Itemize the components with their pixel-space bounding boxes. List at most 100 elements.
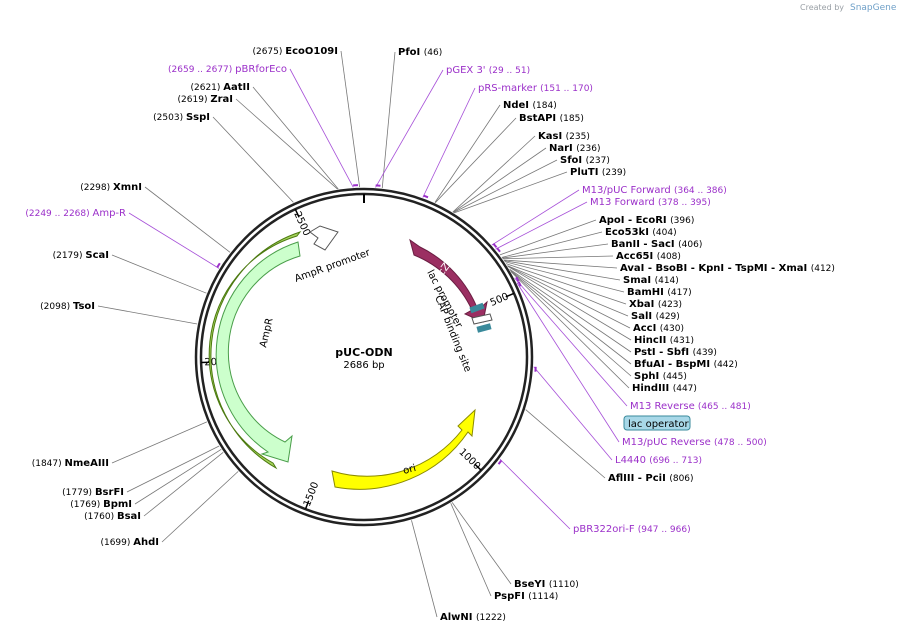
feature-ori[interactable] [331, 408, 476, 490]
backbone-outer [194, 187, 534, 527]
svg-text:(2298) XmnI: (2298) XmnI [80, 182, 142, 193]
plasmid-name: pUC-ODN [335, 346, 392, 359]
primer-m13[interactable]: M13 Reverse (465 .. 481) [630, 401, 751, 412]
svg-text:BfuAI - BspMI (442): BfuAI - BspMI (442) [634, 359, 738, 370]
site-sphi[interactable]: SphI (445) [634, 371, 687, 382]
site-alwni[interactable]: AlwNI (1222) [440, 612, 506, 623]
svg-text:(1847) NmeAIII: (1847) NmeAIII [32, 458, 109, 469]
primer-m13[interactable]: M13 Forward (378 .. 395) [590, 197, 711, 208]
plasmid-length: 2686 bp [343, 360, 384, 371]
tick-1000 [474, 463, 482, 471]
svg-text:SalI (429): SalI (429) [631, 311, 680, 322]
primer-amp-r[interactable]: (2249 .. 2268) Amp-R [25, 208, 126, 219]
tick-500 [505, 292, 515, 298]
svg-text:SmaI (414): SmaI (414) [623, 275, 679, 286]
site-xbai[interactable]: XbaI (423) [629, 299, 682, 310]
svg-text:BanII - SacI (406): BanII - SacI (406) [611, 239, 702, 250]
site-psti[interactable]: PstI - SbfI (439) [634, 347, 717, 358]
site-ndei[interactable]: NdeI (184) [503, 100, 557, 111]
svg-text:pBR322ori-F (947 .. 966): pBR322ori-F (947 .. 966) [573, 524, 691, 535]
svg-text:BseYI (1110): BseYI (1110) [514, 579, 579, 590]
svg-text:(2619) ZraI: (2619) ZraI [178, 94, 233, 105]
svg-text:Acc65I (408): Acc65I (408) [616, 251, 681, 262]
site-hincii[interactable]: HincII (431) [634, 335, 694, 346]
site-scai[interactable]: (2179) ScaI [53, 250, 109, 261]
primer-marks [216, 184, 537, 465]
tick-label: 1500 [302, 481, 321, 509]
feature-ampr[interactable] [208, 231, 302, 470]
svg-text:(2179) ScaI: (2179) ScaI [53, 250, 109, 261]
svg-text:M13/pUC Reverse (478 .. 500): M13/pUC Reverse (478 .. 500) [622, 437, 767, 448]
feature-lac-promoter[interactable] [471, 313, 493, 325]
site-labels: PfoI (46) pGEX 3' (29 .. 51) pRS-marker (1… [25, 46, 835, 623]
primer-m13/puc[interactable]: M13/pUC Reverse (478 .. 500) [622, 437, 767, 448]
svg-text:ApoI - EcoRI (396): ApoI - EcoRI (396) [599, 215, 694, 226]
site-banii[interactable]: BanII - SacI (406) [611, 239, 702, 250]
site-apoi[interactable]: ApoI - EcoRI (396) [599, 215, 694, 226]
site-bamhi[interactable]: BamHI (417) [627, 287, 692, 298]
svg-text:AflIII - PciI (806): AflIII - PciI (806) [608, 473, 694, 484]
site-bsai[interactable]: (1760) BsaI [84, 511, 141, 522]
site-sfoi[interactable]: SfoI (237) [560, 155, 610, 166]
snapgene-logo: SnapGene [850, 3, 897, 13]
site-sspi[interactable]: (2503) SspI [153, 112, 210, 123]
svg-text:Eco53kI (404): Eco53kI (404) [605, 227, 677, 238]
site-bseyi[interactable]: BseYI (1110) [514, 579, 579, 590]
site-pspfi[interactable]: PspFI (1114) [494, 591, 558, 602]
lac-operator-label: lac operator [628, 419, 689, 430]
site-bfuai[interactable]: BfuAI - BspMI (442) [634, 359, 738, 370]
site-afliii[interactable]: AflIII - PciI (806) [608, 473, 694, 484]
ampr-promoter-label: AmpR promoter [293, 247, 372, 285]
primer-l4440[interactable]: L4440 (696 .. 713) [615, 455, 702, 466]
svg-text:NarI (236): NarI (236) [549, 143, 600, 154]
svg-text:(2659 .. 2677) pBRforEco: (2659 .. 2677) pBRforEco [168, 64, 287, 75]
site-sali[interactable]: SalI (429) [631, 311, 680, 322]
site-smai[interactable]: SmaI (414) [623, 275, 679, 286]
site-xmni[interactable]: (2298) XmnI [80, 182, 142, 193]
lac-operator-badge[interactable]: lac operator [623, 415, 691, 431]
tick-2500 [294, 208, 300, 218]
svg-text:KasI (235): KasI (235) [538, 131, 590, 142]
svg-text:pRS-marker (151 .. 170): pRS-marker (151 .. 170) [478, 83, 593, 94]
site-acc65i[interactable]: Acc65I (408) [616, 251, 681, 262]
tick-label: 500 [489, 291, 511, 309]
site-ecoo109i[interactable]: (2675) EcoO109I [252, 46, 338, 57]
svg-text:M13/pUC Forward (364 .. 386): M13/pUC Forward (364 .. 386) [582, 185, 727, 196]
site-pluti[interactable]: PluTI (239) [570, 167, 626, 178]
svg-text:L4440 (696 .. 713): L4440 (696 .. 713) [615, 455, 702, 466]
site-tsoi[interactable]: (2098) TsoI [40, 301, 95, 312]
site-eco53ki[interactable]: Eco53kI (404) [605, 227, 677, 238]
site-nmeaiii[interactable]: (1847) NmeAIII [32, 458, 109, 469]
ori-label: ori [402, 463, 417, 477]
site-acci[interactable]: AccI (430) [633, 323, 684, 334]
primer-pbr322ori-f[interactable]: pBR322ori-F (947 .. 966) [573, 524, 691, 535]
svg-text:PstI - SbfI (439): PstI - SbfI (439) [634, 347, 717, 358]
feature-lac-operator-mark[interactable] [469, 302, 485, 314]
svg-text:pGEX 3' (29 .. 51): pGEX 3' (29 .. 51) [446, 65, 530, 76]
feature-cap-site[interactable] [476, 323, 492, 333]
svg-text:AlwNI (1222): AlwNI (1222) [440, 612, 506, 623]
site-aatii[interactable]: (2621) AatII [190, 82, 250, 93]
primer-prs-marker[interactable]: pRS-marker (151 .. 170) [478, 83, 593, 94]
site-hindiii[interactable]: HindIII (447) [632, 383, 697, 394]
svg-text:PfoI (46): PfoI (46) [398, 47, 442, 58]
primer-m13/puc[interactable]: M13/pUC Forward (364 .. 386) [582, 185, 727, 196]
site-avai[interactable]: AvaI - BsoBI - KpnI - TspMI - XmaI (412) [620, 263, 835, 274]
site-kasi[interactable]: KasI (235) [538, 131, 590, 142]
site-bpmi[interactable]: (1769) BpmI [70, 499, 132, 510]
svg-text:SphI (445): SphI (445) [634, 371, 687, 382]
site-pfoi[interactable]: PfoI (46) [398, 47, 442, 58]
site-nari[interactable]: NarI (236) [549, 143, 600, 154]
site-bstapi[interactable]: BstAPI (185) [519, 113, 584, 124]
site-ahdi[interactable]: (1699) AhdI [100, 537, 159, 548]
primer-pgex[interactable]: pGEX 3' (29 .. 51) [446, 65, 530, 76]
svg-text:(2098) TsoI: (2098) TsoI [40, 301, 95, 312]
site-bsrfi[interactable]: (1779) BsrFI [62, 487, 124, 498]
svg-text:(2249 .. 2268) Amp-R: (2249 .. 2268) Amp-R [25, 208, 126, 219]
svg-text:M13 Reverse (465 .. 481): M13 Reverse (465 .. 481) [630, 401, 751, 412]
site-zrai[interactable]: (2619) ZraI [178, 94, 233, 105]
tick-1500 [304, 500, 310, 510]
primer-pbrforeco[interactable]: (2659 .. 2677) pBRforEco [168, 64, 287, 75]
feature-ampr-promoter[interactable] [309, 225, 339, 251]
